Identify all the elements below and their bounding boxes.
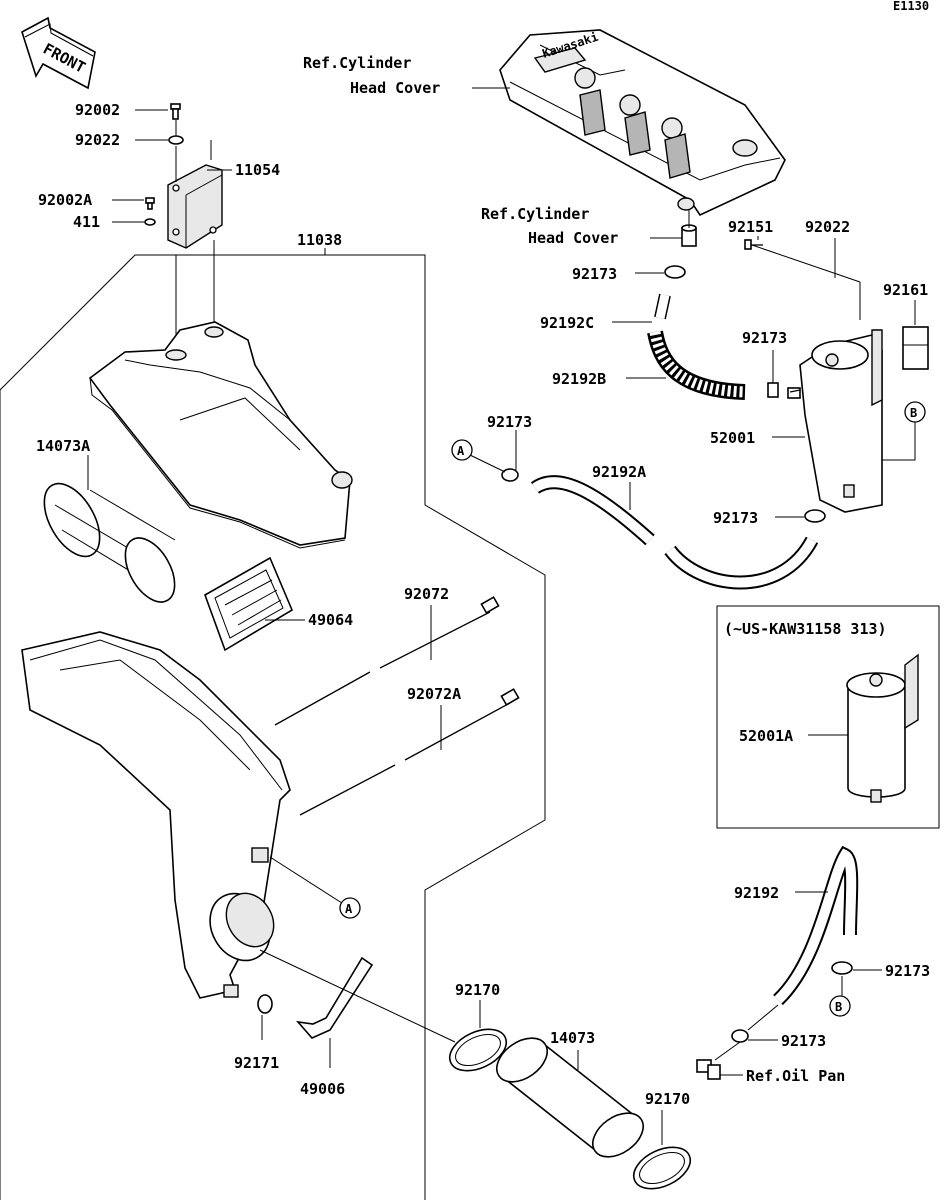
- clamp-92173-tank: [804, 509, 826, 523]
- label-92170-lower: 92170: [645, 1090, 690, 1108]
- drain-hose-49006: [295, 956, 374, 1039]
- ref-cylinder-head-cover-2b: Head Cover: [528, 229, 618, 247]
- label-92151: 92151: [728, 218, 773, 236]
- label-92022-top: 92022: [75, 131, 120, 149]
- label-92173-5: 92173: [885, 962, 930, 980]
- separator-tank-52001A: [846, 653, 919, 803]
- filter-element-14073A: [43, 482, 176, 603]
- label-49064: 49064: [308, 611, 353, 629]
- clamp-92170-lower: [632, 1146, 692, 1190]
- label-49006: 49006: [300, 1080, 345, 1098]
- clamp-92173-lower-right: [831, 961, 853, 975]
- washer-411: [144, 218, 156, 226]
- label-92173-4: 92173: [713, 509, 758, 527]
- bracket-11054: [167, 164, 223, 249]
- inset-label: (~US-KAW31158 313): [724, 620, 887, 638]
- clamp-92171: [257, 994, 273, 1014]
- inset-frame: [716, 605, 940, 829]
- diagram-code: E1130: [893, 0, 929, 13]
- callout-A-lower: [339, 897, 361, 919]
- label-92002A: 92002A: [38, 191, 92, 209]
- label-92173-3: 92173: [487, 413, 532, 431]
- zip-tie-92072: [274, 596, 500, 726]
- ref-oil-pan: Ref.Oil Pan: [746, 1067, 845, 1085]
- clamp-92173-top: [664, 265, 686, 279]
- callout-B-lower-text: B: [835, 1000, 842, 1014]
- label-14073: 14073: [550, 1029, 595, 1047]
- label-92171: 92171: [234, 1054, 279, 1072]
- label-92192: 92192: [734, 884, 779, 902]
- bolt-92002A: [145, 197, 155, 210]
- callout-B-upper-text: B: [910, 406, 917, 420]
- hose-92192A: [530, 475, 819, 590]
- bolt-92002: [170, 103, 181, 120]
- hose-92192: [772, 845, 859, 1006]
- oil-pan-fitting: [696, 1059, 721, 1080]
- zip-tie-92072A: [299, 688, 520, 816]
- callout-B-lower: [829, 995, 851, 1017]
- callout-A-lower-text: A: [345, 902, 353, 916]
- breather-fitting: [681, 224, 697, 247]
- label-14073A: 14073A: [36, 437, 90, 455]
- clamp-92173-lower: [731, 1029, 749, 1043]
- ref-cylinder-head-cover-1b: Head Cover: [350, 79, 440, 97]
- air-cleaner-lower-case: [21, 631, 291, 999]
- corrugated-hose-92192B: [647, 330, 746, 400]
- gasket-49064: [204, 556, 294, 652]
- assembly-11038-frame: [325, 254, 546, 1200]
- ref-cylinder-head-cover-2a: Ref.Cylinder: [481, 205, 589, 223]
- callout-A-upper-text: A: [457, 444, 465, 458]
- damper-92161: [902, 326, 929, 370]
- label-92173-6: 92173: [781, 1032, 826, 1050]
- label-92161: 92161: [883, 281, 928, 299]
- clamp-92173-left: [501, 468, 519, 482]
- label-92022-right: 92022: [805, 218, 850, 236]
- callout-B-upper: [904, 401, 926, 423]
- duct-14073: [496, 1037, 644, 1158]
- label-92192B: 92192B: [552, 370, 606, 388]
- label-92002: 92002: [75, 101, 120, 119]
- cylinder-head-cover: [499, 29, 786, 217]
- label-92173-2: 92173: [742, 329, 787, 347]
- air-cleaner-upper-housing: [88, 321, 353, 549]
- separator-tank-52001: [789, 329, 883, 513]
- label-92192C: 92192C: [540, 314, 594, 332]
- clamp-92170-upper: [448, 1028, 508, 1072]
- label-52001: 52001: [710, 429, 755, 447]
- label-411: 411: [73, 213, 100, 231]
- ref-cylinder-head-cover-1a: Ref.Cylinder: [303, 54, 411, 72]
- label-92192A: 92192A: [592, 463, 646, 481]
- label-92170-upper: 92170: [455, 981, 500, 999]
- label-92072A: 92072A: [407, 685, 461, 703]
- washer-92022: [168, 135, 184, 145]
- part-labels: 92002 92022 11054 92002A 411 11038 14073…: [36, 54, 930, 1108]
- label-52001A: 52001A: [739, 727, 793, 745]
- front-arrow-icon: [21, 16, 96, 90]
- label-92072: 92072: [404, 585, 449, 603]
- label-11038: 11038: [297, 231, 342, 249]
- clamp-92173-mid: [767, 382, 779, 398]
- callout-A-upper: [451, 439, 473, 461]
- label-92173-1: 92173: [572, 265, 617, 283]
- label-11054: 11054: [235, 161, 280, 179]
